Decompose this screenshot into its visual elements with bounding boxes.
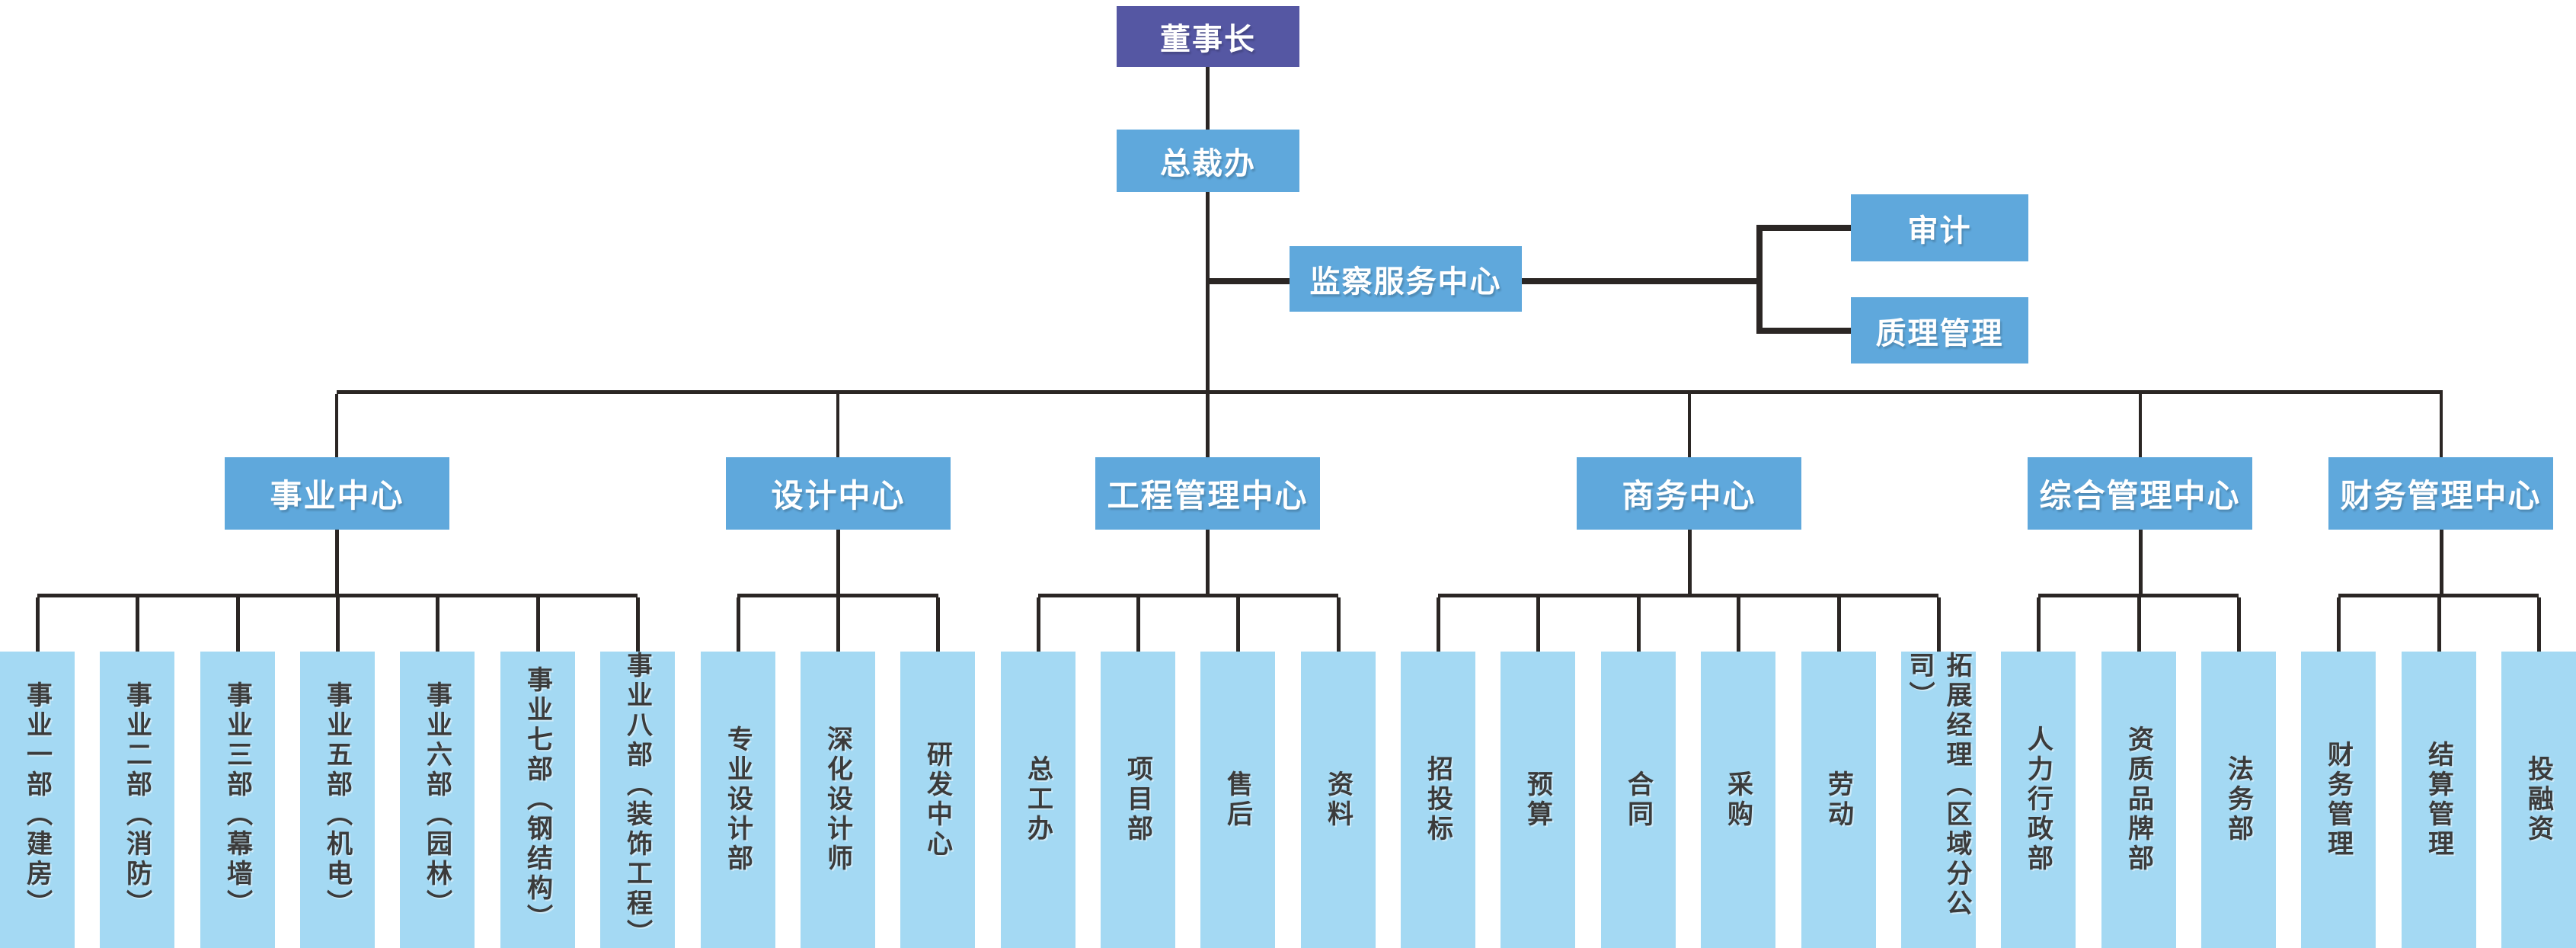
bus-line-0 <box>37 594 638 597</box>
leaf-dept: 采购 <box>1701 597 1775 948</box>
node-supervision-center: 监察服务中心 <box>1290 246 1522 312</box>
node-center-general-admin: 综合管理中心 <box>2028 457 2252 530</box>
drop-center-5 <box>2440 394 2443 457</box>
leaf-dept: 总工办 <box>1001 597 1075 948</box>
leaf-dept: 结算管理 <box>2402 597 2476 948</box>
node-center-engineering: 工程管理中心 <box>1095 457 1320 530</box>
connector-audit-stub <box>1763 225 1851 231</box>
leaf-dept: 事业七部（钢结构） <box>500 597 575 948</box>
leaf-dept: 事业三部（幕墙） <box>200 597 275 948</box>
node-chairman: 董事长 <box>1117 6 1299 67</box>
leaf-dept: 事业五部（机电） <box>300 597 375 948</box>
leaf-dept: 研发中心 <box>900 597 975 948</box>
leaf-dept: 事业八部（装饰工程） <box>600 597 675 948</box>
node-center-finance: 财务管理中心 <box>2328 457 2553 530</box>
leaf-dept: 法务部 <box>2201 597 2276 948</box>
leaf-dept: 事业一部（建房） <box>0 597 75 948</box>
node-audit: 审计 <box>1851 194 2028 261</box>
drop-center-1 <box>836 394 839 457</box>
node-quality-management: 质理管理 <box>1851 297 2028 364</box>
leaf-dept: 招投标 <box>1401 597 1475 948</box>
leaf-dept: 深化设计师 <box>801 597 875 948</box>
connector-supervision-left <box>1208 278 1290 284</box>
leaf-dept: 劳动 <box>1801 597 1876 948</box>
node-president-office: 总裁办 <box>1117 130 1299 192</box>
connector-supervision-right <box>1522 278 1763 284</box>
bus-line-2 <box>1038 594 1338 597</box>
bus-line-1 <box>737 594 938 597</box>
leaf-dept: 财务管理 <box>2301 597 2376 948</box>
connector-president-trunk <box>1206 192 1210 457</box>
leaf-dept: 投融资 <box>2501 597 2576 948</box>
node-center-business: 事业中心 <box>225 457 449 530</box>
leaf-dept: 专业设计部 <box>701 597 775 948</box>
drop-bus-2 <box>1206 530 1210 594</box>
leaf-dept: 拓展经理（区域分公司） <box>1901 597 1976 948</box>
leaf-dept: 事业六部（园林） <box>400 597 475 948</box>
leaf-dept: 合同 <box>1601 597 1676 948</box>
leaf-dept: 资料 <box>1301 597 1376 948</box>
drop-bus-0 <box>335 530 339 594</box>
drop-bus-5 <box>2440 530 2443 594</box>
connector-supervision-bracket <box>1756 225 1763 334</box>
bus-line-4 <box>2038 594 2239 597</box>
connector-chairman-president <box>1206 67 1210 130</box>
drop-center-3 <box>1688 394 1691 457</box>
drop-center-0 <box>335 394 338 457</box>
leaf-dept: 售后 <box>1200 597 1275 948</box>
bus-line-5 <box>2338 594 2539 597</box>
leaf-dept: 资质品牌部 <box>2101 597 2176 948</box>
leaf-dept: 事业二部（消防） <box>100 597 174 948</box>
leaf-dept: 预算 <box>1501 597 1575 948</box>
leaf-dept: 人力行政部 <box>2001 597 2076 948</box>
drop-bus-1 <box>836 530 840 594</box>
bus-line-3 <box>1438 594 1938 597</box>
connector-quality-stub <box>1763 328 1851 334</box>
drop-center-4 <box>2139 394 2142 457</box>
node-center-commerce: 商务中心 <box>1577 457 1801 530</box>
trunk-line <box>337 390 2443 394</box>
drop-bus-3 <box>1688 530 1692 594</box>
drop-bus-4 <box>2139 530 2143 594</box>
node-center-design: 设计中心 <box>726 457 951 530</box>
leaf-dept: 项目部 <box>1101 597 1175 948</box>
